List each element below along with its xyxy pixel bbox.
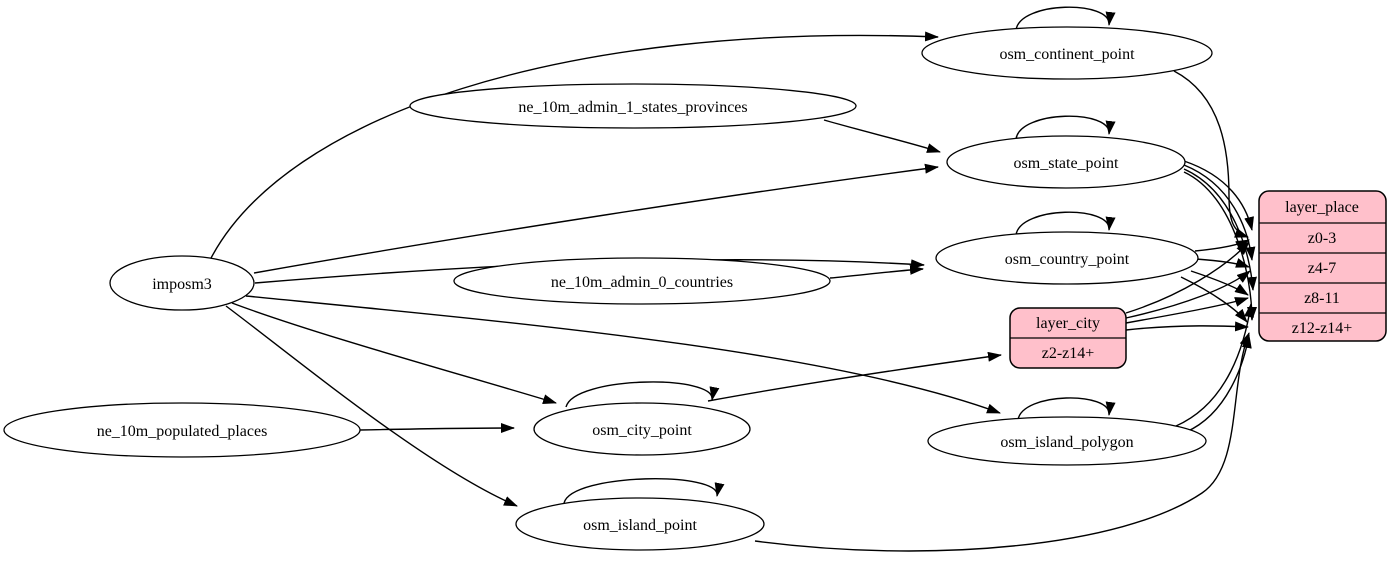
node-ne_10m_populated_places: ne_10m_populated_places: [3, 402, 361, 458]
edge-osm_country_point-to-layer_place-z0-3: [1194, 239, 1250, 252]
edge-ne_10m_admin_1_states_provinces-to-osm_state_point: [823, 119, 941, 153]
edge-imposm3-to-osm_island_polygon: [245, 295, 1001, 414]
node-osm_state_point-label: osm_state_point: [1014, 155, 1119, 172]
node-ne_10m_populated_places-shape: [3, 402, 361, 458]
edge-osm_state_point-to-layer_place-z4-7: [1183, 164, 1256, 261]
self-loop-osm_state_point: [1015, 115, 1116, 140]
edge-osm_island_polygon-to-layer_place-z8-11: [1175, 303, 1255, 427]
node-osm_state_point: osm_state_point: [946, 135, 1186, 189]
node-layer_city: layer_city z2-z14+: [1009, 307, 1127, 369]
edge-osm_country_point-to-layer_place-z4-7: [1195, 258, 1250, 268]
edge-osm_state_point-to-layer_place-z0-3: [1183, 160, 1254, 231]
node-layer_place-shape: [1258, 190, 1387, 342]
node-layer_city-row-z2-z14: z2-z14+: [1042, 345, 1095, 362]
node-ne_10m_admin_0_countries: ne_10m_admin_0_countries: [453, 257, 831, 305]
edge-osm_country_point-to-layer_place-z8-11: [1190, 270, 1249, 296]
node-osm_country_point: osm_country_point: [935, 231, 1199, 285]
node-osm_island_point: osm_island_point: [515, 497, 765, 551]
node-osm_city_point: osm_city_point: [533, 402, 751, 456]
node-imposm3-label: imposm3: [152, 276, 212, 293]
edge-ne_10m_populated_places-to-osm_city_point: [359, 423, 515, 434]
node-osm_state_point-shape: [946, 135, 1186, 189]
edge-layer_city-to-layer_place-z8-11: [1125, 297, 1249, 324]
node-ne_10m_admin_1_states_provinces-shape: [409, 83, 857, 129]
node-imposm3: imposm3: [109, 255, 255, 311]
node-osm_island_polygon: osm_island_polygon: [927, 416, 1207, 466]
node-ne_10m_admin_0_countries-shape: [453, 257, 831, 305]
edge-layer_city-to-layer_place-z12-z14: [1125, 321, 1249, 332]
edge-layer_city-to-layer_place-z4-7: [1125, 270, 1251, 319]
node-layer_place-title: layer_place: [1285, 199, 1359, 216]
edges: [209, 6, 1257, 552]
edge-imposm3-to-osm_island_point: [225, 305, 518, 507]
self-loop-osm_island_polygon: [1017, 397, 1116, 421]
node-osm_country_point-shape: [935, 231, 1199, 285]
node-osm_city_point-label: osm_city_point: [592, 422, 692, 439]
edge-osm_continent_point-to-layer_place-z0-3: [1173, 70, 1249, 238]
node-osm_island_polygon-shape: [927, 416, 1207, 466]
node-layer_place-row-z0-3: z0-3: [1308, 230, 1336, 247]
node-osm_island_point-shape: [515, 497, 765, 551]
node-osm_continent_point-label: osm_continent_point: [999, 46, 1135, 63]
node-osm_continent_point: osm_continent_point: [921, 26, 1213, 80]
self-loop-osm_continent_point: [1015, 6, 1116, 31]
node-osm_island_point-label: osm_island_point: [583, 517, 697, 534]
self-loop-osm_city_point: [565, 381, 720, 408]
node-layer_city-title: layer_city: [1036, 315, 1100, 332]
edge-imposm3-to-osm_city_point: [231, 302, 557, 404]
node-ne_10m_admin_1_states_provinces: ne_10m_admin_1_states_provinces: [409, 83, 857, 129]
node-layer_place: layer_place z0-3 z4-7 z8-11 z12-z14+: [1258, 190, 1387, 342]
edge-imposm3-to-osm_continent_point: [209, 31, 939, 261]
node-imposm3-shape: [109, 255, 255, 311]
node-ne_10m_admin_1_states_provinces-label: ne_10m_admin_1_states_provinces: [518, 99, 747, 116]
node-osm_island_polygon-label: osm_island_polygon: [1000, 434, 1133, 451]
node-layer_place-row-z8-11: z8-11: [1304, 290, 1340, 307]
node-layer_place-row-z12-z14: z12-z14+: [1292, 320, 1353, 337]
edge-ne_10m_admin_0_countries-to-osm_country_point: [829, 264, 924, 279]
node-osm_city_point-shape: [533, 402, 751, 456]
edge-osm_country_point-to-layer_place-z12-z14: [1180, 276, 1248, 323]
self-loop-osm_island_point: [563, 478, 725, 504]
node-ne_10m_populated_places-label: ne_10m_populated_places: [97, 423, 268, 440]
node-osm_country_point-label: osm_country_point: [1005, 251, 1130, 268]
edge-imposm3-to-osm_state_point: [253, 163, 939, 274]
edge-layer_city-to-layer_place-z0-3: [1125, 241, 1250, 314]
node-ne_10m_admin_0_countries-label: ne_10m_admin_0_countries: [551, 274, 733, 291]
edge-osm_island_point-to-layer_place-z12-z14: [754, 332, 1250, 552]
edge-osm_state_point-to-layer_place-z8-11: [1183, 168, 1257, 291]
node-osm_continent_point-shape: [921, 26, 1213, 80]
node-layer_place-row-z4-7: z4-7: [1308, 260, 1336, 277]
self-loop-osm_country_point: [1015, 211, 1116, 236]
edge-osm_city_point-to-layer_city-z2-z14: [707, 351, 1002, 402]
